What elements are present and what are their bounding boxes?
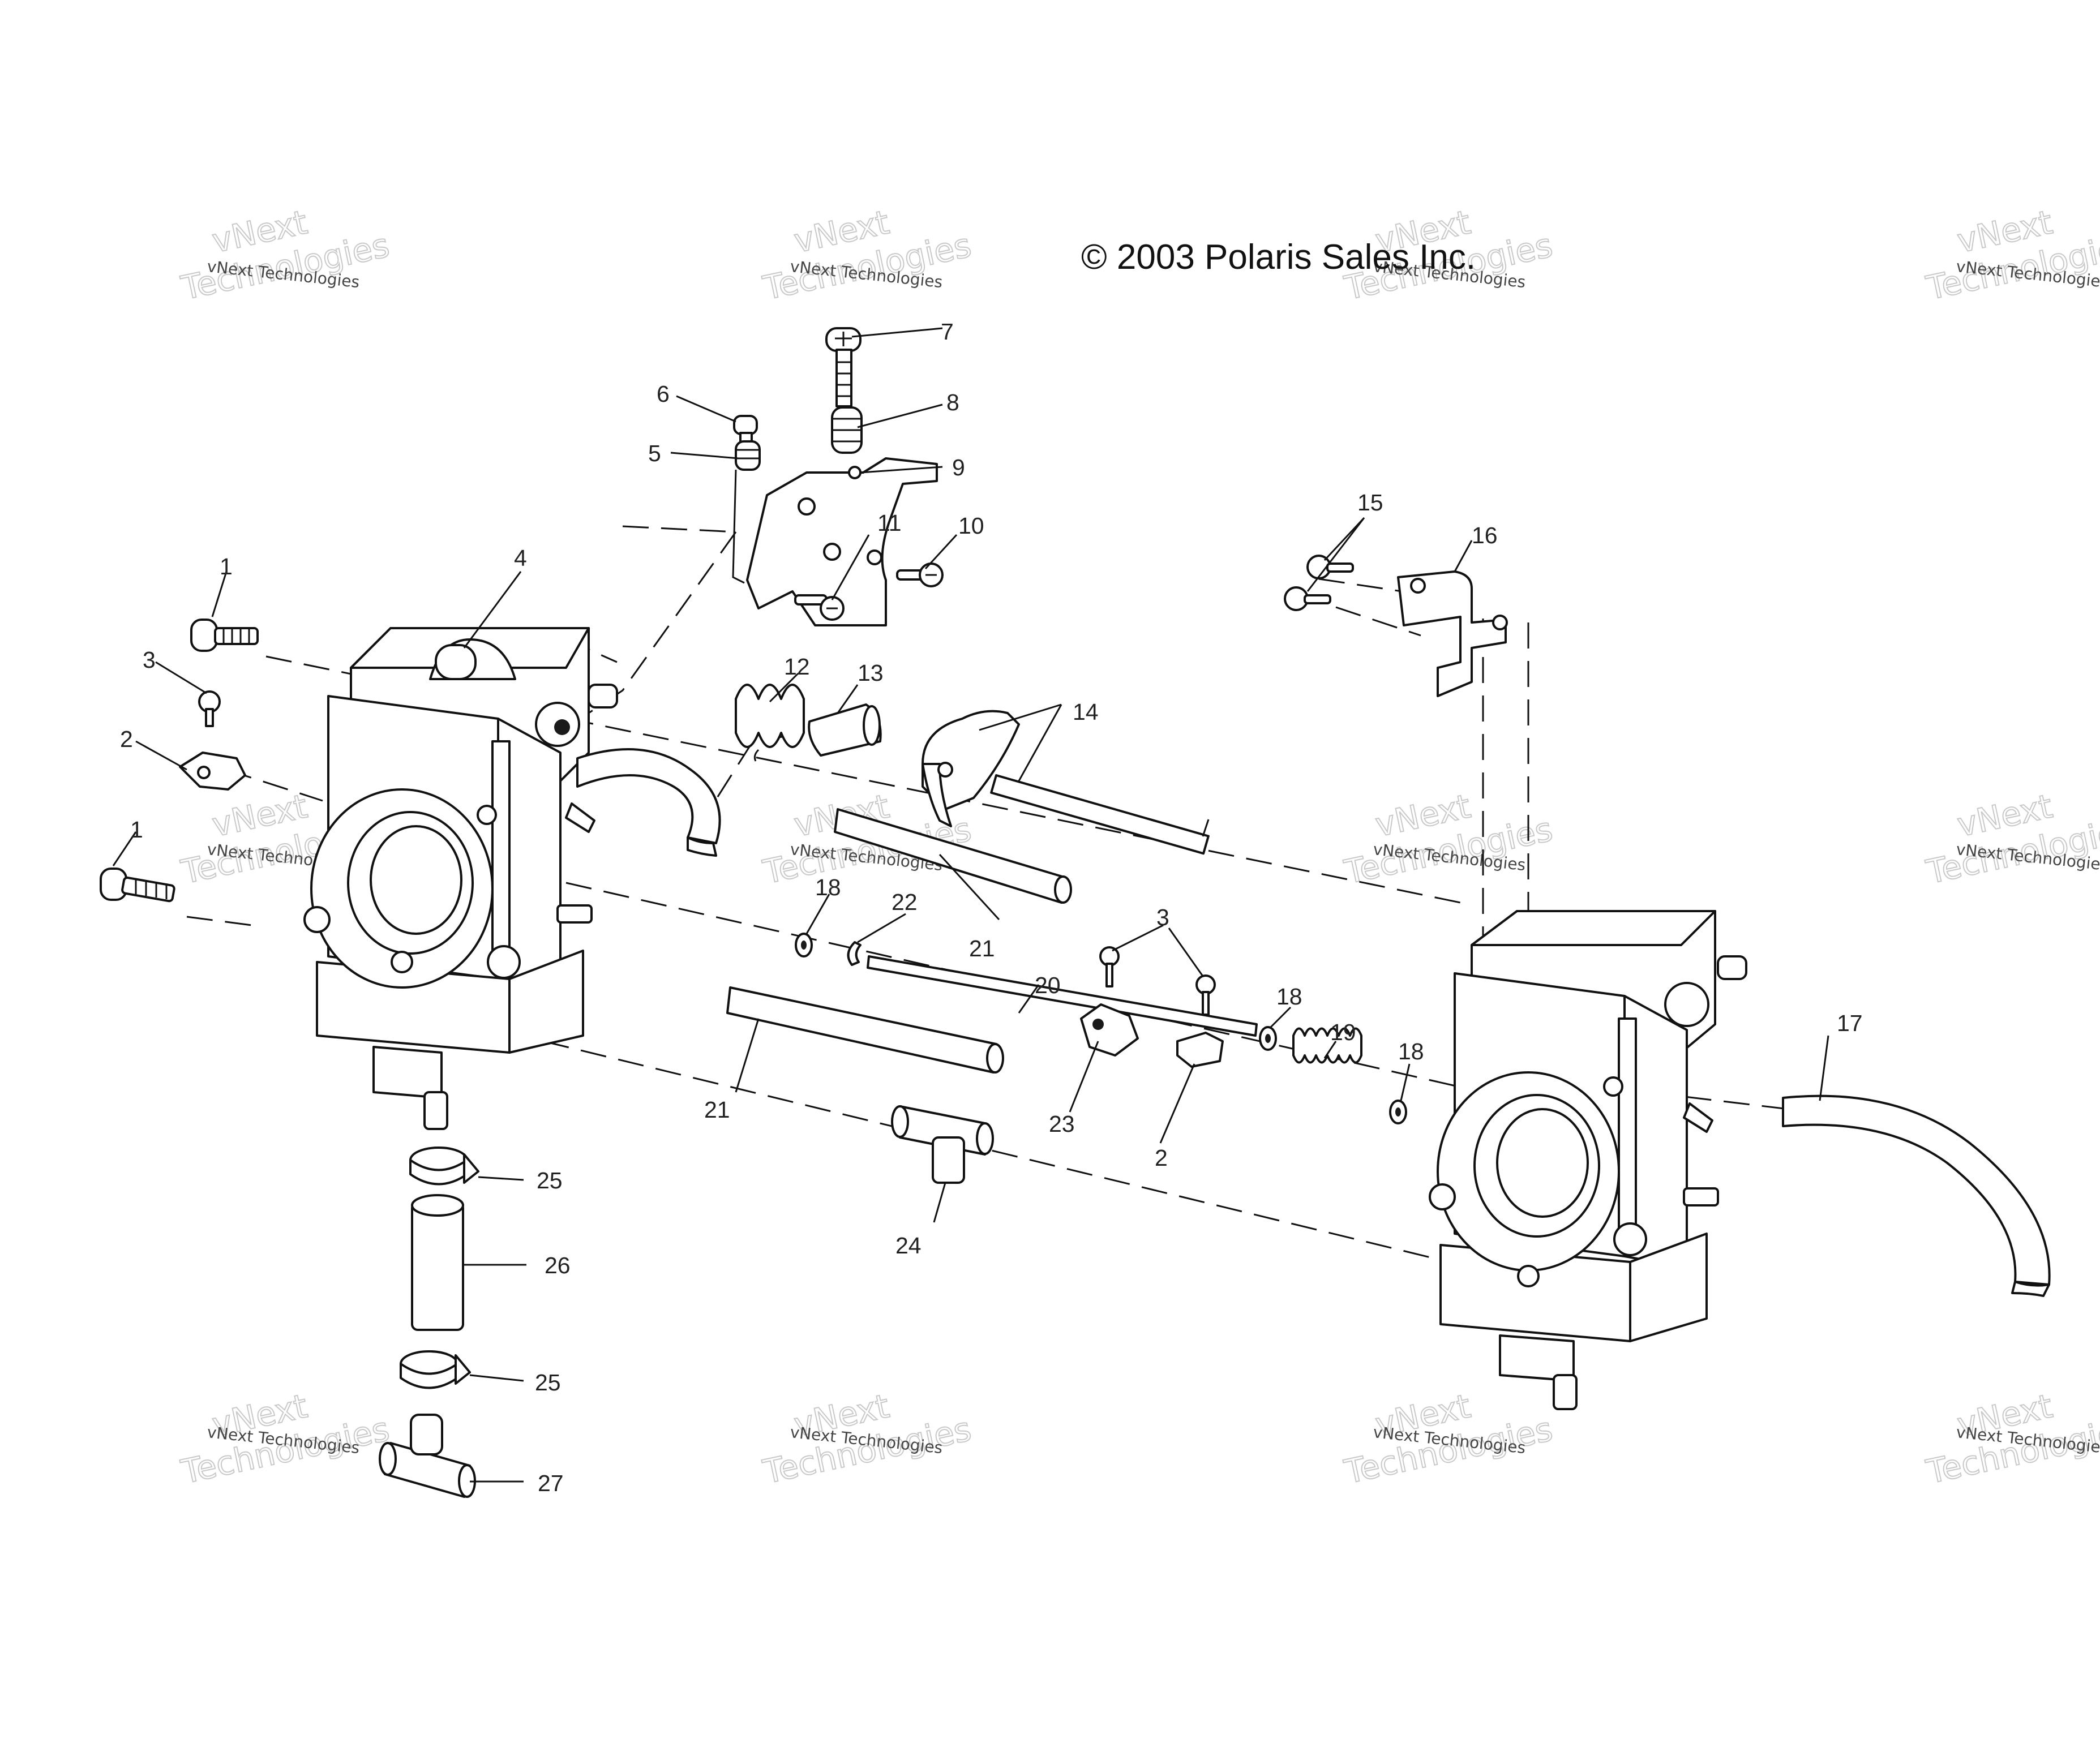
part-17-hose[interactable]: [1782, 1094, 2051, 1297]
callout-3-center: 3: [1156, 904, 1169, 930]
part-27-tee[interactable]: [379, 1414, 476, 1498]
part-13-collar[interactable]: [808, 703, 882, 757]
callout-20: 20: [1035, 972, 1061, 998]
part-2-clamp-center[interactable]: [1176, 1032, 1224, 1068]
callout-15: 15: [1357, 490, 1383, 516]
callout-10: 10: [958, 513, 984, 539]
watermark-r1c1: vNext Technologies: [177, 202, 393, 308]
part-16-bracket[interactable]: [1397, 570, 1508, 697]
callout-21-upper: 21: [969, 935, 995, 961]
callout-25-upper: 25: [537, 1167, 563, 1193]
part-19-spring[interactable]: [1292, 1027, 1362, 1064]
left-carburetor[interactable]: [303, 627, 618, 1130]
callout-5: 5: [648, 440, 661, 466]
part-15-screws[interactable]: [1284, 555, 1354, 611]
part-26-hose[interactable]: [411, 1194, 464, 1331]
callout-12: 12: [784, 654, 810, 680]
part-25-clamp-lower[interactable]: [400, 1350, 471, 1389]
callout-8: 8: [946, 389, 959, 415]
callout-11: 11: [877, 510, 902, 536]
part-21-lower-rod[interactable]: [726, 986, 1004, 1074]
callout-18-a: 18: [815, 874, 841, 900]
callout-1-upper: 1: [220, 553, 233, 579]
callout-26: 26: [545, 1252, 571, 1278]
callout-19: 19: [1330, 1019, 1356, 1045]
callout-21-lower: 21: [704, 1097, 730, 1123]
part-1-screw-lower[interactable]: [100, 868, 175, 903]
part-23-lever[interactable]: [1080, 1003, 1139, 1057]
callout-13: 13: [858, 660, 884, 686]
right-carburetor[interactable]: [1429, 910, 1747, 1410]
callout-17: 17: [1837, 1010, 1863, 1036]
throttle-bracket-assembly[interactable]: [732, 327, 944, 626]
callout-2-center: 2: [1155, 1145, 1168, 1171]
callout-18-b: 18: [1276, 984, 1302, 1010]
part-18-washer-c[interactable]: [1389, 1100, 1407, 1124]
callout-4: 4: [514, 545, 527, 571]
callout-16: 16: [1472, 522, 1498, 548]
callout-27: 27: [538, 1470, 564, 1496]
callout-24: 24: [895, 1233, 922, 1259]
copyright-notice: © 2003 Polaris Sales Inc.: [1081, 238, 1476, 277]
callout-6: 6: [657, 381, 670, 407]
part-24-tee[interactable]: [891, 1105, 994, 1184]
part-3-screw-left[interactable]: [198, 690, 221, 727]
part-2-clamp-left[interactable]: [179, 752, 246, 791]
callout-3-left: 3: [143, 647, 156, 673]
callout-25-lower: 25: [535, 1369, 561, 1396]
left-carb-hose[interactable]: [576, 748, 721, 857]
callout-2-left: 2: [120, 726, 133, 752]
watermark-r1c4: vNext Technologies: [1922, 202, 2100, 308]
callout-23: 23: [1049, 1111, 1075, 1137]
part-21-upper-rod[interactable]: [834, 808, 1072, 904]
callout-numbers: 1 1 2 2 3 3 4 5 6 7 8 9 10 11 12 13 14 1…: [120, 319, 1863, 1496]
leader-lines: [112, 327, 1829, 1483]
part-18-washer-a[interactable]: [795, 933, 813, 957]
callout-7: 7: [941, 319, 954, 345]
part-1-screw-upper[interactable]: [190, 619, 259, 652]
callout-1-lower: 1: [130, 817, 143, 843]
callout-9: 9: [952, 454, 965, 480]
callout-18-c: 18: [1398, 1038, 1424, 1064]
part-20-shaft[interactable]: [867, 955, 1258, 1037]
part-3-screws-center[interactable]: [1099, 946, 1216, 1016]
part-22-clip[interactable]: [847, 941, 862, 966]
part-18-washer-b[interactable]: [1259, 1026, 1277, 1051]
part-12-spring[interactable]: [735, 684, 805, 762]
callout-22: 22: [892, 889, 918, 915]
callout-14: 14: [1073, 699, 1099, 725]
watermark-r2c4: vNext Technologies: [1922, 786, 2100, 892]
part-14-cam-and-shaft[interactable]: [922, 710, 1210, 855]
part-25-clamp-upper[interactable]: [409, 1147, 479, 1186]
